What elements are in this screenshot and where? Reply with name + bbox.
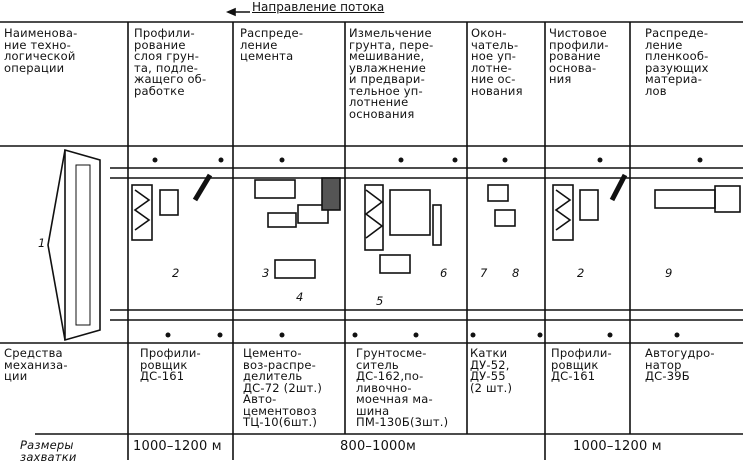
- rollers: [487, 184, 516, 227]
- callout-2: 2: [172, 266, 180, 280]
- flow-direction-label: Направление потока: [252, 0, 385, 14]
- callout-5: 5: [376, 294, 384, 308]
- grip-size-1: 1000–1200 м: [133, 439, 222, 454]
- asphalt-distributor: [654, 185, 741, 213]
- callout-1: 1: [38, 236, 46, 250]
- operation-4: Окон- чатель- ное уп- лотне- ние ос- нов…: [471, 26, 523, 98]
- grip-size-3: 1000–1200 м: [573, 439, 662, 454]
- callout-8: 8: [512, 266, 520, 280]
- machinery-2: Цементо- воз-распре- делитель ДС-72 (2шт…: [243, 346, 323, 429]
- operation-5: Чистовое профили- рование основа- ния: [549, 26, 609, 86]
- operation-1: Профили- рование слоя грун- та, подле- ж…: [134, 26, 207, 98]
- machinery-3: Грунтосме- ситель ДС-162,по- ливочно- мо…: [356, 346, 449, 429]
- row-label-machinery: Средства механиза- ции: [4, 346, 68, 383]
- soil-mixer: [364, 184, 442, 274]
- callout-3: 3: [262, 266, 270, 280]
- compactor-roller-1: [47, 148, 101, 342]
- machinery-6: Автогудро- натор ДС-39Б: [645, 346, 715, 383]
- markers: [152, 157, 703, 338]
- machinery-4: Катки ДУ-52, ДУ-55 (2 шт.): [470, 346, 513, 395]
- callout-4: 4: [296, 290, 304, 304]
- cement-spreader: [254, 177, 341, 279]
- callout-9: 9: [665, 266, 673, 280]
- machinery-1: Профили- ровщик ДС-161: [140, 346, 201, 383]
- profiler-1: [131, 173, 213, 241]
- machinery-5: Профили- ровщик ДС-161: [551, 346, 612, 383]
- column-dividers: [127, 22, 631, 460]
- callout-7: 7: [480, 266, 488, 280]
- operation-3: Измельчение грунта, пере- мешивание, увл…: [349, 26, 434, 121]
- row-label-operation: Наименова- ние техно- логической операци…: [4, 26, 78, 75]
- callout-2b: 2: [577, 266, 585, 280]
- profiler-2: [552, 173, 628, 241]
- operation-2: Распреде- ление цемента: [240, 26, 304, 63]
- grip-size-2: 800–1000м: [340, 439, 417, 454]
- row-label-grip-size: Размеры захватки: [20, 438, 77, 464]
- callout-6: 6: [440, 266, 448, 280]
- operation-6: Распреде- ление пленкооб- разующих матер…: [645, 26, 709, 98]
